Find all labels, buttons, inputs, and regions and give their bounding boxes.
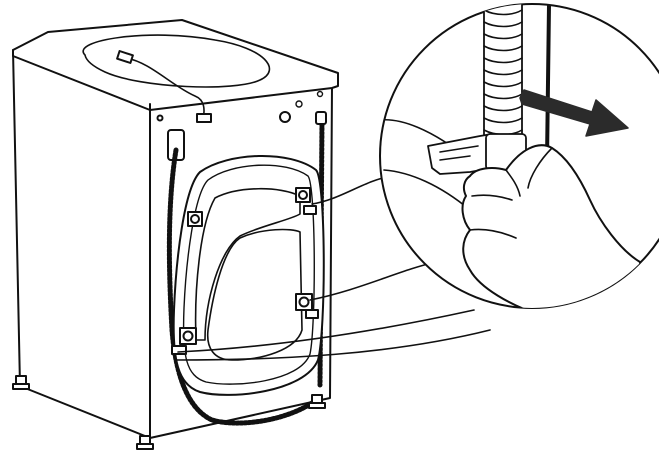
drain-hose	[166, 147, 319, 426]
top-oval	[82, 34, 271, 88]
machine-side-panel	[12, 49, 151, 439]
pull-arrow-icon	[519, 89, 629, 137]
power-cable	[125, 57, 205, 121]
machine-foot	[12, 375, 30, 390]
rear-cover	[172, 155, 325, 396]
spacer	[303, 205, 317, 215]
machine-foot	[308, 394, 326, 409]
machine-edge	[545, 4, 551, 162]
machine-foot	[136, 435, 154, 450]
screw-icon	[156, 114, 164, 122]
transport-bolt-icon	[187, 211, 203, 227]
transport-bolt-icon	[179, 327, 197, 345]
cable-clamp	[196, 113, 212, 123]
rear-cover-inner	[182, 164, 315, 385]
spacer	[171, 345, 187, 355]
corrugated-hose	[483, 4, 523, 141]
detail-callout	[379, 3, 659, 309]
hand-icon	[461, 144, 641, 308]
washing-machine	[12, 19, 339, 450]
rear-inner-panel	[194, 187, 301, 341]
inlet-valve-icon	[279, 111, 291, 123]
power-plug-icon	[116, 50, 134, 64]
transport-bolt-icon	[295, 187, 311, 203]
hose-ribs	[483, 9, 523, 136]
transport-bolt-icon	[295, 293, 313, 311]
spacer	[305, 309, 319, 319]
callout-connector	[175, 175, 491, 361]
